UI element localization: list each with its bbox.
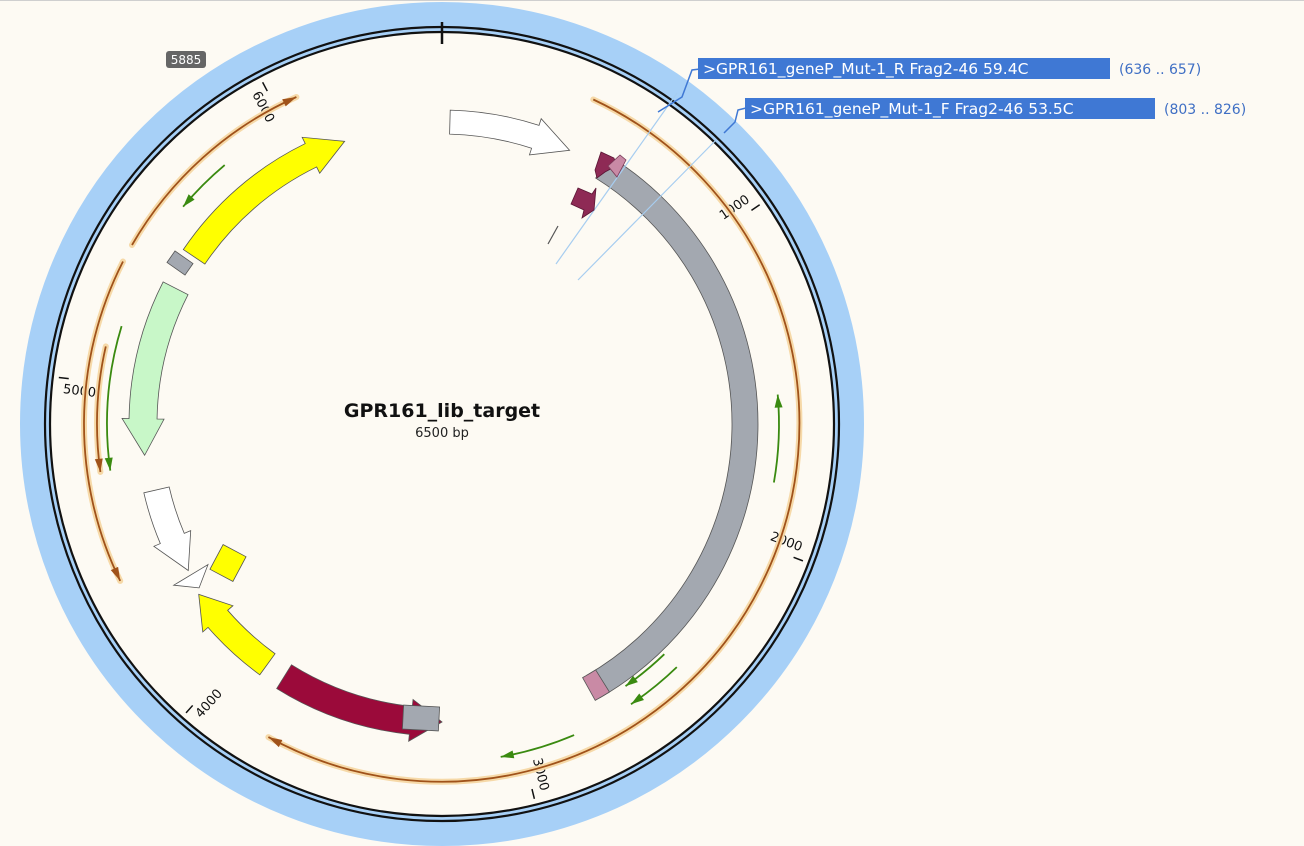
orf-left-upper — [131, 96, 297, 246]
primer-stub — [547, 225, 559, 245]
position-badge — [166, 51, 206, 68]
primer-leader-line-1 — [555, 92, 678, 265]
orf-left-upper-arrowhead — [282, 96, 297, 107]
backbone-inner-strand — [48, 30, 836, 818]
selection-ring[interactable] — [20, 2, 864, 846]
orf-outer-forward-glow — [265, 96, 803, 785]
tick-mark — [185, 704, 194, 714]
gray-box-feature[interactable] — [166, 250, 194, 276]
primer-label-box-2[interactable] — [745, 98, 1155, 119]
feature-arrows — [121, 109, 759, 742]
tick-mark — [793, 556, 804, 562]
pink-feature-junction[interactable] — [582, 669, 611, 701]
primer-leader-lines — [555, 92, 717, 281]
primer-leader-line-2 — [577, 139, 717, 281]
top-border — [0, 0, 1304, 1]
tick-mark — [751, 204, 761, 212]
green-orf-right — [773, 394, 780, 483]
gray-end-box-feature[interactable] — [401, 704, 441, 732]
yellow-box-feature[interactable] — [209, 543, 247, 583]
tick-label: 5000 — [62, 382, 97, 401]
plasmid-name: GPR161_lib_target — [344, 400, 540, 422]
tick-mark — [58, 376, 69, 380]
yellow-feature-top[interactable] — [182, 136, 346, 265]
primer-label-2[interactable]: >GPR161_geneP_Mut-1_F Frag2-46 53.5C — [750, 100, 1074, 119]
green-orf-lower-2 — [624, 653, 665, 687]
green-orf-left — [106, 325, 123, 471]
orf-left-lower — [83, 261, 124, 582]
primer-range-1: (636 .. 657) — [1119, 62, 1201, 78]
green-orf-bottom-arrowhead — [500, 750, 515, 759]
tick-label: 4000 — [193, 687, 226, 722]
position-badge-label: 5885 — [171, 53, 202, 67]
yellow-feature-bottom[interactable] — [198, 593, 276, 676]
green-orf-lower-1-arrowhead — [631, 693, 644, 705]
primer-arrow-reverse[interactable] — [594, 151, 617, 179]
primer-label-box-1[interactable] — [698, 58, 1110, 79]
primer-site-pink[interactable] — [607, 154, 627, 178]
tick-mark — [531, 788, 536, 799]
primer-range-2: (803 .. 826) — [1164, 102, 1246, 118]
green-orf-lower-2-arrowhead — [625, 675, 638, 687]
green-orf-left-arrowhead — [104, 457, 113, 471]
plasmid-length: 6500 bp — [415, 426, 469, 441]
green-orf-upper-left-arrowhead — [183, 194, 195, 207]
tick-mark — [261, 81, 268, 92]
primer-leader-2 — [723, 107, 747, 134]
tick-label: 3000 — [529, 757, 551, 793]
orf-left-lower-arrowhead — [110, 566, 121, 581]
dark-red-feature[interactable] — [276, 664, 443, 742]
white-feature-small[interactable] — [172, 563, 209, 589]
orf-left-inner-arrowhead — [94, 458, 103, 473]
gray-feature-large[interactable] — [586, 155, 759, 699]
orf-arcs — [81, 94, 803, 785]
primer-label-1[interactable]: >GPR161_geneP_Mut-1_R Frag2-46 59.4C — [703, 60, 1028, 79]
orf-outer-forward-arrowhead — [268, 737, 283, 748]
primer-arrow-forward[interactable] — [570, 187, 597, 219]
primer-leader-1 — [657, 68, 701, 113]
orf-outer-forward — [267, 98, 801, 783]
light-green-feature[interactable] — [121, 281, 189, 457]
white-feature-left[interactable] — [143, 486, 192, 572]
green-orf-right-arrowhead — [774, 394, 783, 408]
white-feature-top[interactable] — [449, 109, 571, 156]
